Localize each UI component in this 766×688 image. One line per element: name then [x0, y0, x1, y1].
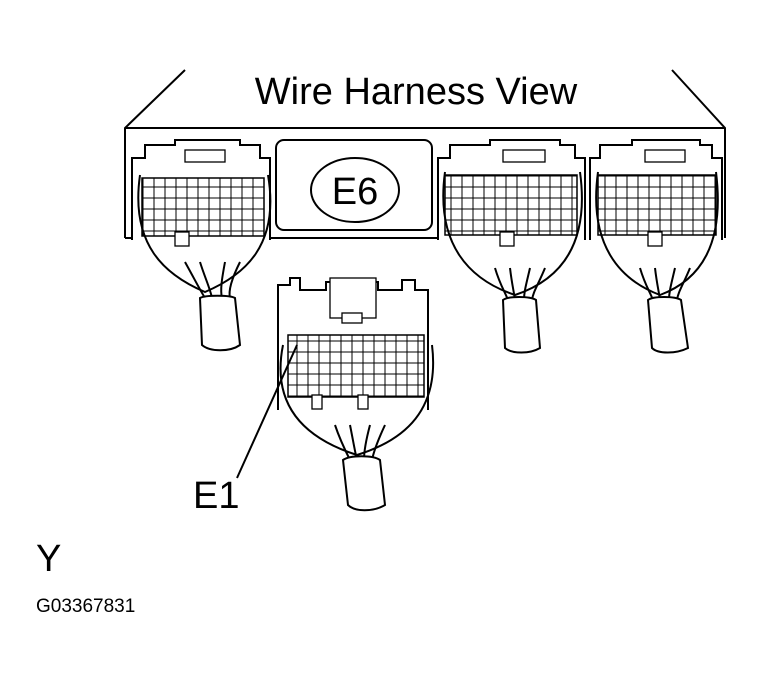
connector-label-e6: E6	[332, 171, 378, 213]
ecu-connector-middle-right	[437, 139, 586, 354]
wire-bundle-left	[184, 261, 242, 352]
connector-e1	[277, 277, 435, 512]
ecu-connector-left	[131, 139, 272, 294]
connector-e6-housing: E6	[275, 139, 433, 231]
figure-code: G03367831	[36, 596, 135, 617]
corner-letter: Y	[36, 538, 61, 580]
connector-label-e1: E1	[193, 475, 239, 517]
diagram-title: Wire Harness View	[255, 71, 578, 113]
e6-label-circle	[310, 157, 400, 223]
ecu-connector-right	[589, 139, 723, 354]
e1-leader-line	[236, 344, 298, 479]
